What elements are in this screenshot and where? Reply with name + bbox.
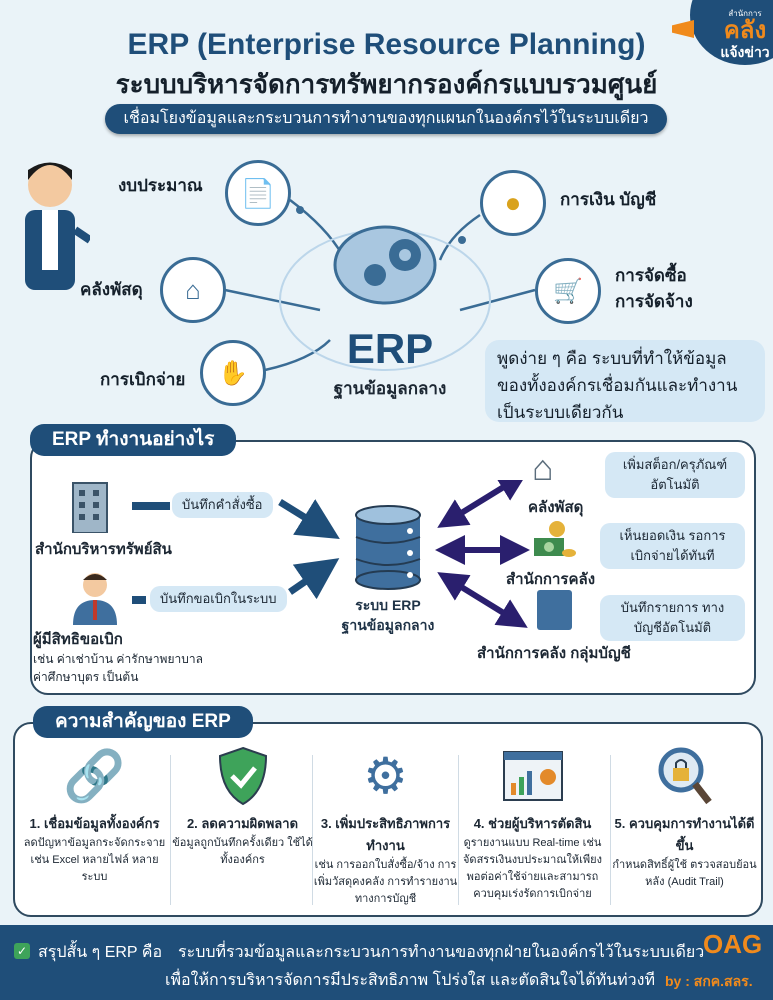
hub-center-sub: ฐานข้อมูลกลาง	[333, 379, 447, 398]
node-label-hiring: การจัดจ้าง	[615, 292, 693, 311]
node-label-procurement: การจัดซื้อ	[615, 266, 687, 285]
finance-node: ●	[480, 170, 546, 236]
target-result-accounting: บันทึกรายการ ทางบัญชีอัตโนมัติ	[600, 595, 745, 641]
hand-document-icon: ✋	[218, 359, 248, 387]
node-label-warehouse: คลังพัสดุ	[80, 280, 143, 299]
explanation-bubble: พูดง่าย ๆ คือ ระบบที่ทำให้ข้อมูลของทั้งอ…	[485, 340, 765, 422]
connector	[132, 596, 146, 604]
badge-small: สำนักการ	[728, 9, 762, 18]
page-subtitle: ระบบบริหารจัดการทรัพยากรองค์กรแบบรวมศูนย…	[115, 69, 658, 99]
coins-calculator-icon: ●	[504, 187, 522, 218]
gear-clock-icon: ⚙	[363, 747, 408, 804]
summary-line-1: ระบบที่รวมข้อมูลและกระบวนการทำงานของทุกฝ…	[178, 944, 705, 961]
summary-lead: สรุปสั้น ๆ ERP คือ	[38, 944, 163, 961]
presenter-avatar	[10, 150, 93, 300]
money-icon	[532, 520, 577, 560]
how-it-works-heading: ERP ทำงานอย่างไร	[30, 424, 237, 456]
source-action-claim: บันทึกขอเบิกในระบบ	[150, 586, 287, 612]
central-erp-sub: ฐานข้อมูลกลาง	[341, 617, 435, 633]
item-desc: ดูรายงานแบบ Real-time เช่น จัดสรรเงินงบป…	[462, 837, 602, 900]
warehouse-icon: ⌂	[532, 447, 554, 488]
news-badge: สำนักการ คลัง แจ้งข่าว	[690, 0, 773, 65]
source-name-claimant: ผู้มีสิทธิขอเบิก	[33, 631, 123, 648]
importance-item: 2. ลดความผิดพลาดข้อมูลถูกบันทึกครั้งเดีย…	[170, 745, 315, 869]
tagline-banner: เชื่อมโยงข้อมูลและกระบวนการทำงานของทุกแผ…	[105, 104, 667, 134]
budget-node: 📄	[225, 160, 291, 226]
summary-footer: ✓ สรุปสั้น ๆ ERP คือ ระบบที่รวมข้อมูลและ…	[0, 925, 773, 1000]
badge-sub: แจ้งข่าว	[720, 44, 770, 60]
importance-item: 5. ควบคุมการทำงานได้ดีขึ้นกำหนดสิทธิ์ผู้…	[612, 745, 757, 891]
claimant-note: เช่น ค่าเช่าบ้าน ค่ารักษาพยาบาล ค่าศึกษา…	[33, 652, 203, 684]
item-title: 1. เชื่อมข้อมูลทั้งองค์กร	[29, 816, 160, 831]
chain-link-icon: 🔗	[63, 747, 126, 804]
importance-item: 🔗 1. เชื่อมข้อมูลทั้งองค์กรลดปัญหาข้อมูลก…	[22, 745, 167, 886]
node-label-finance: การเงิน บัญชี	[560, 190, 657, 209]
dashboard-chart-icon	[460, 745, 605, 807]
credit-byline: by : สกค.สลร.	[665, 973, 753, 989]
node-label-disbursement: การเบิกจ่าย	[100, 370, 186, 389]
shield-check-icon	[170, 745, 315, 807]
target-name-warehouse: คลังพัสดุ	[528, 499, 584, 516]
importance-heading: ความสำคัญของ ERP	[33, 706, 253, 738]
target-name-treasury: สำนักการคลัง	[506, 571, 596, 588]
person-icon	[70, 570, 120, 625]
summary-line-2: เพื่อให้การบริหารจัดการมีประสิทธิภาพ โปร…	[165, 972, 656, 989]
checkbox-icon: ✓	[14, 943, 30, 959]
disbursement-node: ✋	[200, 340, 266, 406]
magnifier-lock-icon	[612, 745, 757, 807]
document-gear-icon: 📄	[240, 177, 276, 209]
brain-gears-icon	[330, 220, 440, 310]
importance-item: ⚙ 3. เพิ่มประสิทธิภาพการทำงานเช่น การออกใ…	[313, 745, 458, 908]
item-title: 2. ลดความผิดพลาด	[186, 816, 299, 831]
procurement-node: 🛒	[535, 258, 601, 324]
oag-logo: OAG	[703, 929, 763, 959]
warehouse-icon: ⌂	[185, 274, 201, 305]
importance-panel	[13, 722, 763, 917]
item-desc: ลดปัญหาข้อมูลกระจัดกระจาย เช่น Excel หลา…	[23, 837, 166, 883]
target-name-accounting: สำนักการคลัง กลุ่มบัญชี	[477, 645, 631, 662]
target-result-warehouse: เพิ่มสต็อก/ครุภัณฑ์ อัตโนมัติ	[605, 452, 745, 498]
central-erp-title: ระบบ ERP	[355, 597, 421, 613]
warehouse-node: ⌂	[160, 257, 226, 323]
item-desc: ข้อมูลถูกบันทึกครั้งเดียว ใช้ได้ทั้งองค์…	[172, 837, 313, 866]
building-icon	[65, 478, 115, 534]
importance-item: 4. ช่วยผู้บริหารตัดสินดูรายงานแบบ Real-t…	[460, 745, 605, 903]
target-result-treasury: เห็นยอดเงิน รอการเบิกจ่ายได้ทันที	[600, 523, 745, 569]
source-action-order: บันทึกคำสั่งซื้อ	[172, 492, 273, 518]
flow-arrows	[278, 480, 530, 628]
item-title: 3. เพิ่มประสิทธิภาพการทำงาน	[320, 816, 451, 853]
badge-big: คลัง	[723, 17, 767, 44]
central-erp-label: ระบบ ERP ฐานข้อมูลกลาง	[318, 595, 458, 635]
item-title: 5. ควบคุมการทำงานได้ดีขึ้น	[614, 816, 755, 853]
item-title: 4. ช่วยผู้บริหารตัดสิน	[473, 816, 592, 831]
megaphone-icon	[672, 20, 694, 38]
page-title: ERP (Enterprise Resource Planning)	[127, 28, 646, 61]
database-icon	[348, 505, 428, 590]
ledger-book-icon	[537, 590, 572, 630]
item-desc: กำหนดสิทธิ์ผู้ใช้ ตรวจสอบย้อนหลัง (Audit…	[612, 859, 757, 888]
cart-handshake-icon: 🛒	[553, 277, 583, 305]
node-label-budget: งบประมาณ	[118, 176, 203, 195]
item-desc: เช่น การออกใบสั่งซื้อ/จ้าง การเพิ่มวัสดุ…	[313, 859, 458, 905]
hub-center-title: ERP	[346, 325, 434, 372]
connector	[132, 502, 170, 510]
source-name-asset: สำนักบริหารทรัพย์สิน	[35, 541, 172, 558]
